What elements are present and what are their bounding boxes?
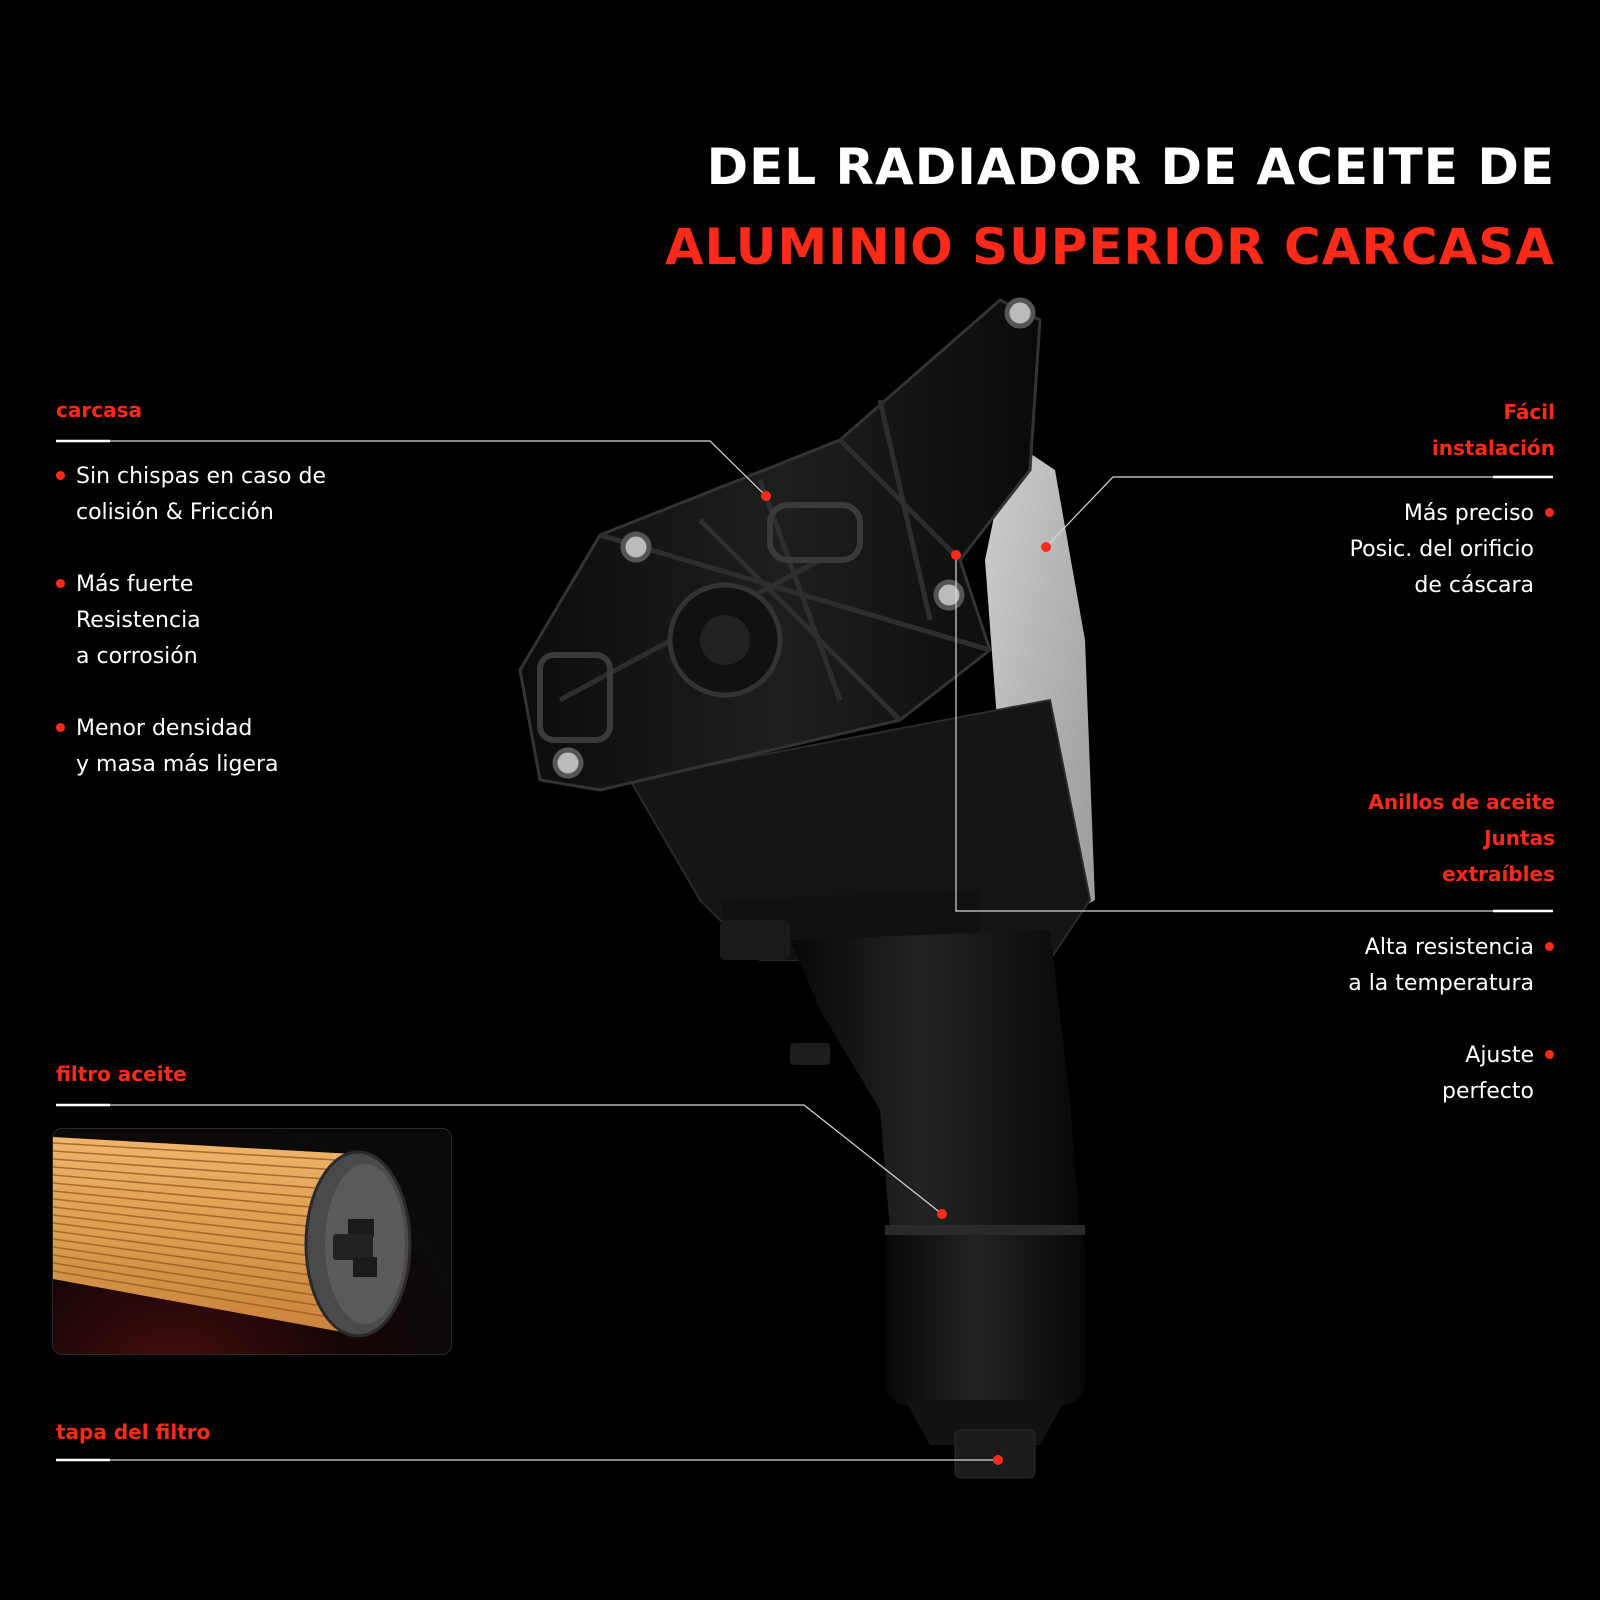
leader-endpoints xyxy=(761,491,1051,1465)
carcasa-title: carcasa xyxy=(56,398,142,422)
leader-filtro xyxy=(110,1104,943,1215)
filter-cylinder xyxy=(790,930,1085,1479)
leader-facil xyxy=(1045,476,1493,548)
anillos-feature-1: Alta resistencia a la temperatura xyxy=(1348,930,1554,1002)
bullet-dot xyxy=(56,723,65,732)
facil-title-line: Fácil xyxy=(1503,400,1555,424)
feature-line: y masa más ligera xyxy=(76,752,279,777)
facil-title-line: instalación xyxy=(1431,436,1555,460)
feature-line: Menor densidad xyxy=(76,716,253,741)
carcasa-feature-1: Sin chispas en caso de colisión & Fricci… xyxy=(56,459,326,531)
bullet-dot xyxy=(1545,508,1554,517)
feature-line: a la temperatura xyxy=(1348,971,1534,996)
anillos-title-line: extraíbles xyxy=(1442,862,1555,886)
title-line-1: DEL RADIADOR DE ACEITE DE xyxy=(706,138,1555,196)
mounting-flange xyxy=(518,298,1042,792)
housing-body xyxy=(628,698,1092,961)
title-line-2: ALUMINIO SUPERIOR CARCASA xyxy=(664,218,1555,276)
facil-feature-1: Más preciso Posic. del orificio de cásca… xyxy=(1349,496,1554,604)
bullet-dot xyxy=(56,579,65,588)
feature-line: Más fuerte xyxy=(76,572,194,597)
feature-line: Ajuste xyxy=(1465,1043,1534,1068)
feature-line: Sin chispas en caso de xyxy=(76,464,326,489)
bullet-dot xyxy=(1545,942,1554,951)
feature-line: perfecto xyxy=(1441,1079,1534,1104)
anillos-title-line: Anillos de aceite xyxy=(1368,790,1555,814)
feature-line: Alta resistencia xyxy=(1364,935,1534,960)
anillos-title-line: Juntas xyxy=(1484,826,1555,850)
leader-carcasa xyxy=(110,440,767,497)
anillos-title: Anillos de aceite Juntas extraíbles xyxy=(1368,784,1555,892)
bullet-dot xyxy=(1545,1050,1554,1059)
oil-filter-image xyxy=(53,1137,412,1338)
leader-anillos xyxy=(955,555,1493,912)
oil-filter-thumbnail xyxy=(52,1128,452,1355)
feature-line: a corrosión xyxy=(76,644,198,669)
feature-line: colisión & Fricción xyxy=(76,500,274,525)
anillos-feature-2: Ajuste perfecto xyxy=(1441,1038,1554,1110)
feature-line: Posic. del orificio xyxy=(1349,537,1534,562)
carcasa-feature-2: Más fuerte Resistencia a corrosión xyxy=(56,567,201,675)
facil-title: Fácil instalación xyxy=(1432,394,1555,466)
carcasa-feature-3: Menor densidad y masa más ligera xyxy=(56,711,279,783)
feature-line: Resistencia xyxy=(76,608,201,633)
filtro-title: filtro aceite xyxy=(56,1062,187,1086)
leader-underlines xyxy=(56,439,1553,1462)
bullet-dot xyxy=(56,471,65,480)
leader-lines xyxy=(110,440,1493,1461)
feature-line: de cáscara xyxy=(1414,573,1534,598)
feature-line: Más preciso xyxy=(1403,501,1534,526)
tapa-title: tapa del filtro xyxy=(56,1420,211,1444)
